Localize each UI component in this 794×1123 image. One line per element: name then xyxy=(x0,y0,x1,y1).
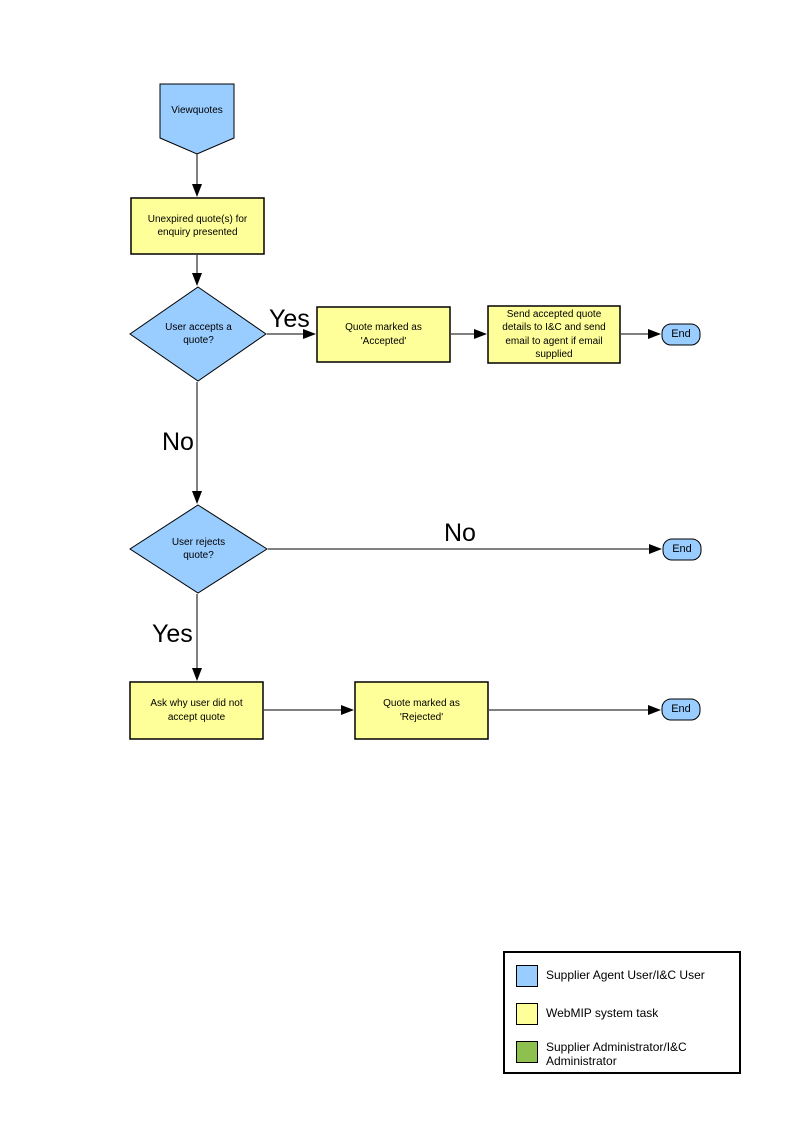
mark-accepted-shape xyxy=(316,306,451,363)
mark-accepted-label: Quote marked as 'Accepted' xyxy=(345,322,422,347)
send-details-shape xyxy=(487,305,621,364)
accept-decision-label: User accepts a quote? xyxy=(165,321,232,347)
end-accept-label: End xyxy=(671,328,691,341)
legend-item-supplier-administrator: Supplier Administrator/I&C Administrator xyxy=(516,1040,739,1069)
end-reject-shape xyxy=(661,698,701,721)
ask-why-label: Ask why user did not accept quote xyxy=(150,698,243,723)
legend-label: Supplier Agent User/I&C User xyxy=(546,968,705,983)
send-details-label: Send accepted quote details to I&C and s… xyxy=(502,308,606,361)
ask-why-shape xyxy=(129,681,264,740)
edge-label-reject-no: No xyxy=(444,519,476,547)
legend-item-supplier-agent-user: Supplier Agent User/I&C User xyxy=(516,965,739,987)
edge-label-reject-yes: Yes xyxy=(152,620,193,648)
end-no-reject-shape xyxy=(662,538,702,561)
start-pentagon-shape xyxy=(159,83,235,155)
legend-item-webmip-task: WebMIP system task xyxy=(516,1003,739,1025)
legend-swatch-admin-green xyxy=(516,1041,538,1063)
present-quotes-label: Unexpired quote(s) for enquiry presented xyxy=(147,213,248,239)
legend-swatch-task-yellow xyxy=(516,1003,538,1025)
start-pentagon-label: Viewquotes xyxy=(171,105,223,117)
reject-decision-label: User rejects quote? xyxy=(171,536,226,562)
mark-rejected-shape xyxy=(354,681,489,740)
end-no-reject-label: End xyxy=(672,543,692,556)
mark-rejected-label: Quote marked as 'Rejected' xyxy=(383,698,460,723)
legend-label: Supplier Administrator/I&C Administrator xyxy=(546,1040,687,1068)
legend-label: WebMIP system task xyxy=(546,1006,659,1021)
legend-swatch-user-blue xyxy=(516,965,538,987)
edge-label-accept-no: No xyxy=(162,428,194,456)
end-accept-shape xyxy=(661,323,701,346)
reject-decision-shape xyxy=(129,504,268,594)
end-reject-label: End xyxy=(671,703,691,716)
accept-decision-shape xyxy=(129,286,267,382)
legend-box: Supplier Agent User/I&C User WebMIP syst… xyxy=(503,951,741,1074)
edge-label-accept-yes: Yes xyxy=(269,305,310,333)
present-quotes-shape xyxy=(130,197,265,255)
